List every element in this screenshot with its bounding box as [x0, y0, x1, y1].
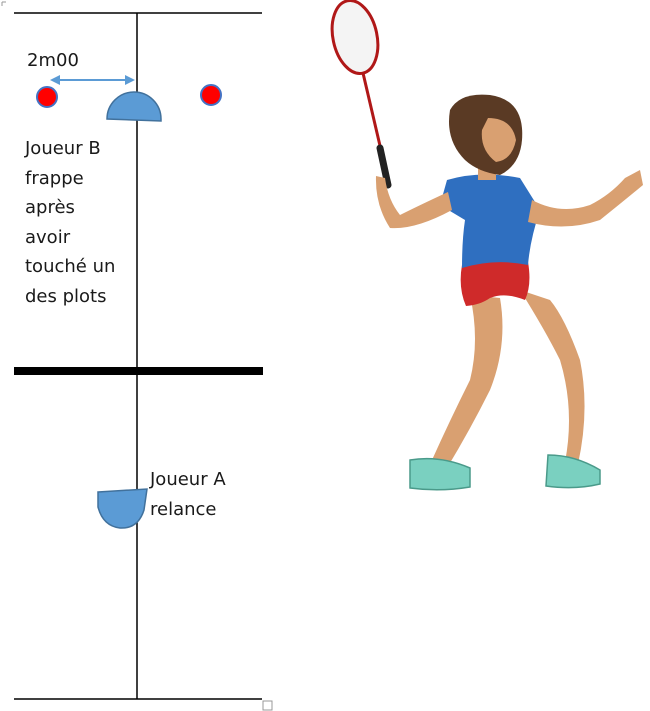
player-b-caption-line: frappe: [25, 167, 84, 189]
corner-marker-top-left: [1, 1, 6, 6]
cone-right: [200, 84, 222, 106]
distance-label: 2m00: [27, 50, 79, 71]
player-a-caption-line: relance: [150, 498, 217, 520]
player-a-marker: [97, 488, 148, 529]
badminton-racket-icon: [330, 0, 392, 189]
cone-left: [36, 86, 58, 108]
distance-arrow: [50, 75, 135, 85]
corner-marker-bottom-right: [262, 700, 273, 711]
player-b-caption-line: avoir: [25, 226, 71, 248]
player-b-caption-line: après: [25, 197, 75, 218]
player-b-caption-line: Joueur B: [25, 138, 101, 159]
player-b-caption-line: des plots: [25, 285, 107, 307]
player-b-marker: [106, 91, 162, 122]
badminton-player-figure: [330, 0, 643, 491]
player-a-caption-line: Joueur A: [150, 469, 226, 490]
player-b-caption: Joueur B frappe après avoir touché un de…: [25, 134, 115, 311]
player-a-caption: Joueur A relance: [150, 465, 226, 524]
player-b-caption-line: touché un: [25, 256, 116, 277]
net: [14, 367, 263, 375]
